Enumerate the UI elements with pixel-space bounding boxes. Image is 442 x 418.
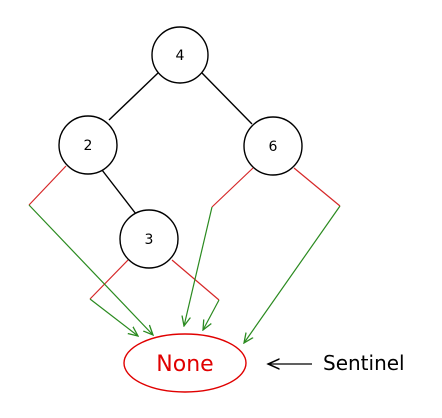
null-pointer-3-right [171, 259, 220, 301]
null-pointer-6-left [211, 167, 254, 208]
sentinel-arrow-6-left [184, 206, 213, 326]
null-pointer-6-right [293, 167, 341, 207]
edge-4-6 [201, 72, 253, 125]
node-label-3: 3 [145, 232, 154, 248]
sentinel-arrow-6-right [244, 205, 341, 343]
sentinel-node-label: None [156, 352, 213, 377]
tree-node-2: 2 [58, 115, 118, 175]
node-label-2: 2 [84, 138, 93, 154]
null-pointer-3-left [89, 259, 129, 300]
edge-4-2 [108, 72, 159, 121]
sentinel-node: None [123, 333, 247, 393]
sentinel-caption: Sentinel [323, 351, 405, 375]
tree-node-6: 6 [243, 116, 303, 176]
edge-2-3 [101, 169, 137, 215]
tree-node-4: 4 [151, 26, 209, 84]
sentinel-arrow-2-left [28, 204, 153, 335]
null-pointer-2-left [28, 165, 67, 206]
sentinel-arrow-3-right [203, 299, 220, 330]
node-label-6: 6 [269, 139, 278, 155]
sentinel-arrow-3-left [89, 298, 138, 336]
tree-node-3: 3 [119, 209, 179, 269]
node-label-4: 4 [176, 48, 185, 64]
